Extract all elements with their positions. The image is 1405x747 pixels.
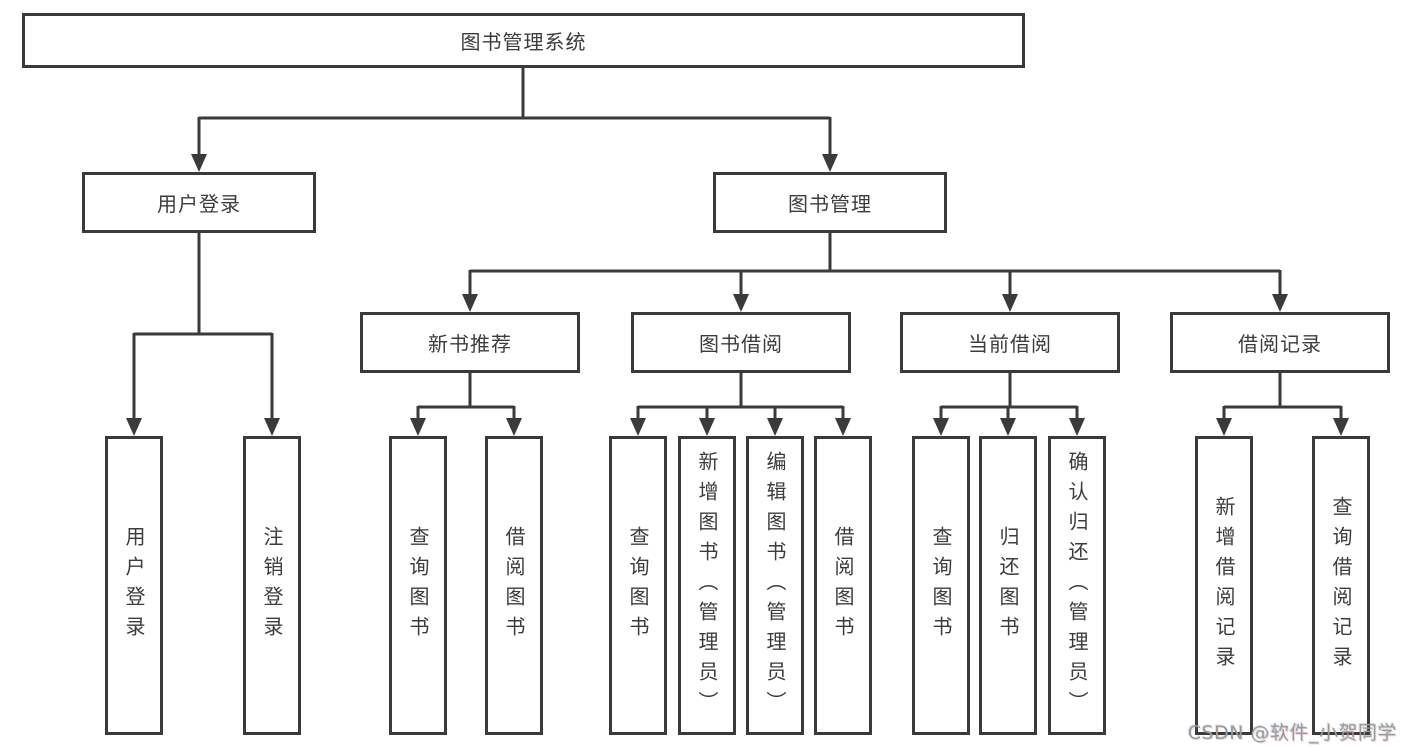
leaf-add-borrow-record: 新增借阅记录	[1195, 436, 1253, 735]
node-label: 当前借阅	[968, 332, 1052, 356]
node-label: 借阅图书	[831, 525, 855, 646]
leaf-query-books-borrowing: 查询图书	[609, 436, 667, 735]
leaf-query-books-current: 查询图书	[912, 436, 970, 735]
node-label: 新书推荐	[428, 332, 512, 356]
node-label: 查询图书	[626, 525, 650, 646]
leaf-confirm-return-admin: 确认归还（管理员）	[1048, 436, 1106, 735]
node-label: 图书管理	[788, 192, 872, 216]
node-label: 查询图书	[929, 525, 953, 646]
node-label: 查询借阅记录	[1329, 495, 1353, 676]
node-label: 借阅图书	[502, 525, 526, 646]
node-label: 注销登录	[260, 525, 284, 646]
node-new-book-recommendation: 新书推荐	[360, 312, 580, 373]
leaf-query-books-recommend: 查询图书	[389, 436, 447, 735]
leaf-edit-book-admin: 编辑图书（管理员）	[746, 436, 804, 735]
node-label: 图书管理系统	[460, 30, 587, 54]
node-book-management-module: 图书管理	[713, 172, 947, 233]
leaf-borrow-books-borrowing: 借阅图书	[814, 436, 872, 735]
node-label: 用户登录	[157, 192, 241, 216]
node-label: 归还图书	[996, 525, 1020, 646]
node-label: 借阅记录	[1238, 332, 1322, 356]
node-label: 新增借阅记录	[1212, 495, 1236, 676]
node-label: 新增图书（管理员）	[695, 450, 719, 721]
node-label: 用户登录	[122, 525, 146, 646]
node-library-management-system: 图书管理系统	[22, 13, 1025, 68]
leaf-add-book-admin: 新增图书（管理员）	[678, 436, 736, 735]
leaf-user-login: 用户登录	[105, 436, 163, 735]
node-book-borrowing: 图书借阅	[631, 312, 851, 373]
leaf-borrow-books-recommend: 借阅图书	[485, 436, 543, 735]
node-borrowing-records: 借阅记录	[1170, 312, 1390, 373]
leaf-return-book: 归还图书	[979, 436, 1037, 735]
node-label: 查询图书	[406, 525, 430, 646]
node-current-borrowing: 当前借阅	[900, 312, 1120, 373]
node-label: 图书借阅	[699, 332, 783, 356]
node-label: 确认归还（管理员）	[1065, 450, 1089, 721]
leaf-logout: 注销登录	[243, 436, 301, 735]
leaf-query-borrow-record: 查询借阅记录	[1312, 436, 1370, 735]
node-label: 编辑图书（管理员）	[763, 450, 787, 721]
node-user-login-module: 用户登录	[82, 172, 316, 233]
csdn-watermark: CSDN @软件_小贺同学	[1187, 722, 1397, 744]
